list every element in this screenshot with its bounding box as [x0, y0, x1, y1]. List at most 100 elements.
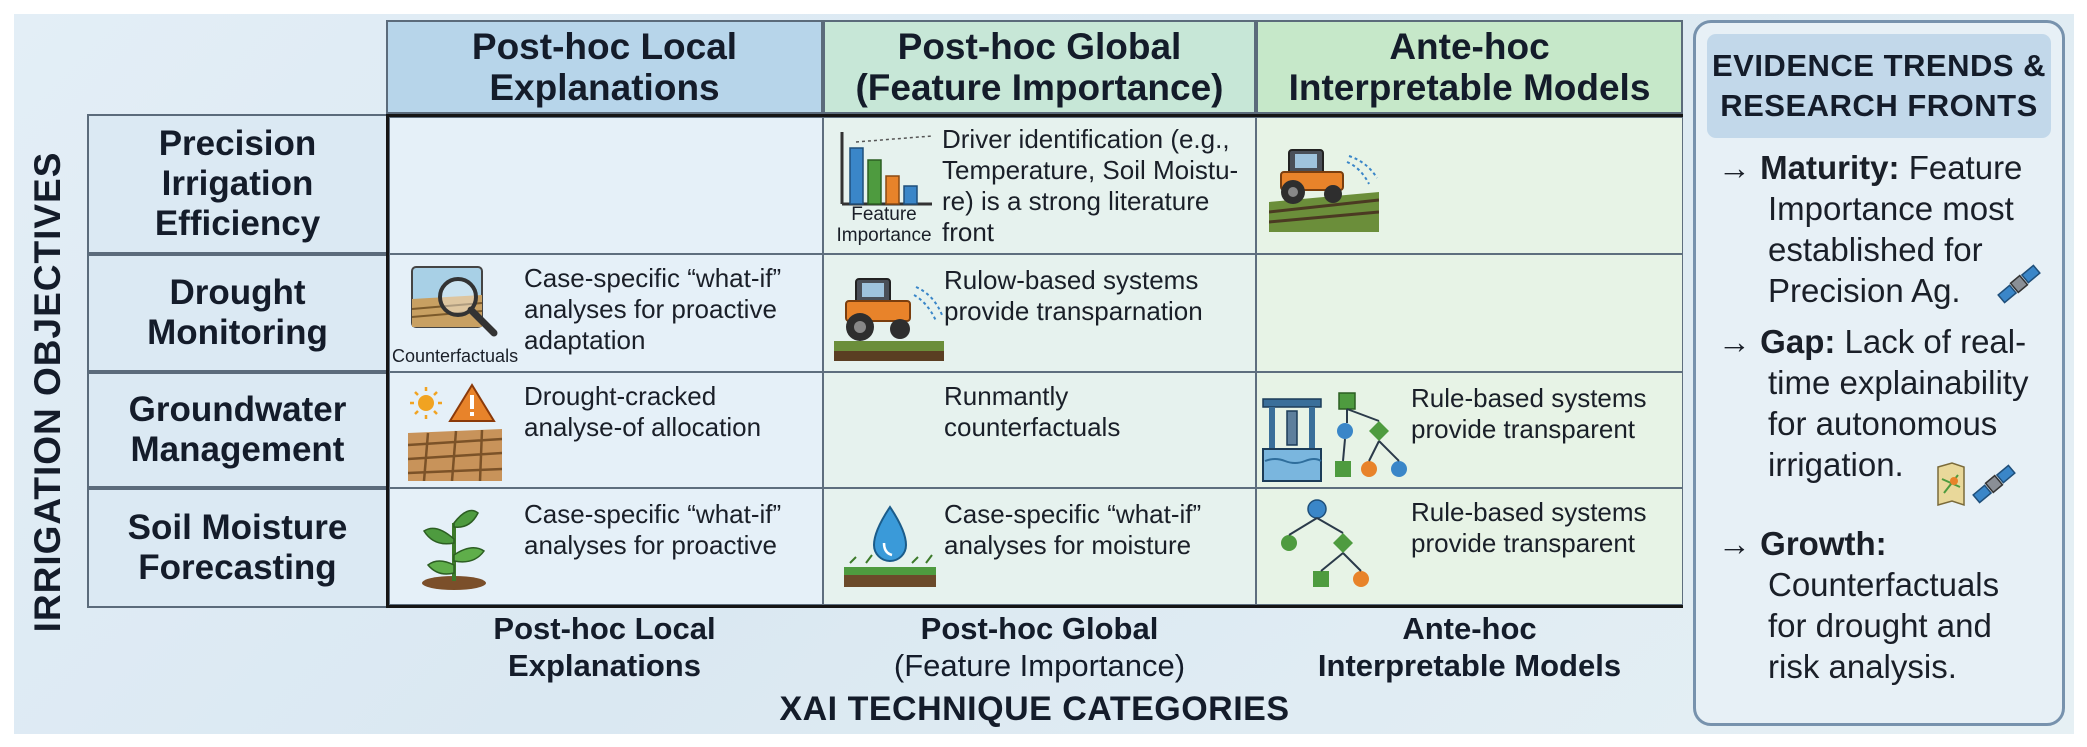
cell-drought-ante	[1256, 254, 1683, 372]
trend-gap: → Gap: Lack of real- time explainability…	[1718, 321, 2054, 485]
column-footer-post-hoc-global: Post-hoc Global (Feature Importance)	[823, 610, 1256, 684]
cell-text-line: Case-specific “what-if”	[524, 499, 782, 529]
cell-groundwater-local: Drought-cracked analyse-of allocation	[389, 372, 823, 488]
well-pump-decision-tree-icon	[1262, 392, 1407, 482]
cell-text-line: front	[942, 217, 995, 247]
trend-line: time explainability	[1768, 364, 2029, 401]
trend-line: Feature	[1908, 149, 2023, 186]
cell-soil-ante: Rule-based systems provide transparent	[1256, 488, 1683, 605]
tractor-irrigation-icon	[834, 278, 944, 361]
cell-text: Runmantly counterfactuals	[944, 381, 1254, 443]
column-footer-ante-hoc: Ante-hoc Interpretable Models	[1256, 610, 1683, 684]
cell-text-line: provide transparent	[1411, 414, 1636, 444]
cell-text: Driver identification (e.g., Temperature…	[942, 124, 1252, 248]
trend-line: for autonomous	[1768, 405, 1998, 442]
cell-soil-global: Case-specific “what-if” analyses for moi…	[823, 488, 1256, 605]
cell-drought-local: Counterfactuals Case-specific “what-if” …	[389, 254, 823, 372]
column-footer-line: Post-hoc Global	[920, 611, 1159, 646]
cell-text-line: Driver identification (e.g.,	[942, 124, 1230, 154]
x-axis-title: XAI TECHNIQUE CATEGORIES	[779, 690, 1290, 728]
cell-precision-local	[389, 117, 823, 254]
sun-warning-cracked-soil-icon	[408, 383, 502, 481]
icon-caption: Feature Importance	[834, 204, 934, 246]
cell-text-line: Temperature, Soil Moistu-	[942, 155, 1239, 185]
trend-key: Gap:	[1760, 323, 1836, 360]
trend-line: irrigation.	[1768, 446, 1904, 483]
cell-text-line: Case-specific “what-if”	[524, 263, 782, 293]
row-header-line: Drought	[169, 273, 306, 312]
trend-line: Precision Ag.	[1768, 272, 1961, 309]
decision-tree-icon	[1281, 499, 1369, 587]
panel-title: EVIDENCE TRENDS & RESEARCH FRONTS	[1707, 34, 2051, 138]
arrow-icon: →	[1718, 149, 1751, 186]
row-header-line: Precision	[158, 124, 317, 163]
cell-text-line: Case-specific “what-if”	[944, 499, 1202, 529]
tractor-irrigation-icon	[1269, 149, 1379, 232]
trend-line: Counterfactuals	[1768, 566, 2000, 603]
column-header-post-hoc-global: Post-hoc Global(Feature Importance)	[823, 20, 1256, 114]
arrow-icon: →	[1718, 323, 1751, 360]
cell-text: Drought-cracked analyse-of allocation	[524, 381, 820, 443]
column-header-line: Post-hoc Local	[471, 26, 738, 67]
cell-text-line: re) is a strong literature	[942, 186, 1210, 216]
column-footer-line: Interpretable Models	[1317, 648, 1622, 683]
row-header-precision-irrigation: Precision Irrigation Efficiency	[87, 114, 386, 254]
trend-line: for drought and	[1768, 607, 1992, 644]
map-satellite-icon	[1937, 462, 2016, 507]
row-header-drought-monitoring: Drought Monitoring	[87, 254, 386, 372]
cell-text-line: counterfactuals	[944, 412, 1121, 442]
cell-soil-local: Case-specific “what-if” analyses for pro…	[389, 488, 823, 605]
column-footer-line: (Feature Importance)	[893, 648, 1186, 683]
cell-text-line: Rule-based systems	[1411, 497, 1647, 527]
cell-precision-ante	[1256, 117, 1683, 254]
cell-text-line: analyse-of allocation	[524, 412, 762, 442]
cell-text: Case-specific “what-if” analyses for moi…	[944, 499, 1254, 561]
column-footer-post-hoc-local: Post-hoc Local Explanations	[386, 610, 823, 684]
trend-line: Lack of real-	[1844, 323, 2027, 360]
cell-text-line: Rule-based systems	[1411, 383, 1647, 413]
water-drop-soil-icon	[844, 505, 936, 587]
column-footer-line: Explanations	[508, 648, 701, 683]
column-footer-line: Post-hoc Local	[493, 611, 716, 646]
column-header-line: Ante-hoc	[1389, 26, 1550, 67]
row-header-line: Management	[130, 430, 345, 469]
cell-text: Rule-based systems provide transparent	[1411, 497, 1681, 559]
cell-groundwater-ante: Rule-based systems provide transparent	[1256, 372, 1683, 488]
column-footer-line: Ante-hoc	[1402, 611, 1537, 646]
cell-precision-global: Feature Importance Driver identification…	[823, 117, 1256, 254]
cell-text-line: provide transparnation	[944, 296, 1203, 326]
icon-caption-line: Feature	[851, 204, 917, 225]
column-header-line: Post-hoc Global	[897, 26, 1182, 67]
arrow-icon: →	[1718, 525, 1751, 562]
y-axis-title: IRRIGATION OBJECTIVES	[27, 151, 68, 633]
trend-line: Importance most	[1768, 190, 2014, 227]
panel-title-line: EVIDENCE TRENDS &	[1711, 48, 2047, 83]
cell-text: Rule-based systems provide transparent	[1411, 383, 1681, 445]
cell-text-line: Runmantly	[944, 381, 1069, 411]
trend-key: Maturity:	[1760, 149, 1900, 186]
cell-drought-global: Rulow-based systems provide transparnati…	[823, 254, 1256, 372]
row-header-groundwater-management: Groundwater Management	[87, 372, 386, 488]
cell-text-line: analyses for proactive	[524, 530, 777, 560]
trend-maturity: → Maturity: Feature Importance most esta…	[1718, 147, 2054, 311]
row-header-line: Irrigation	[161, 164, 314, 203]
row-header-line: Forecasting	[138, 548, 337, 587]
row-header-line: Monitoring	[147, 313, 328, 352]
cell-text: Rulow-based systems provide transparnati…	[944, 265, 1254, 327]
trend-line: risk analysis.	[1768, 648, 1957, 685]
cell-text-line: analyses for proactive	[524, 294, 777, 324]
seedling-icon	[422, 509, 486, 590]
cell-text-line: analyses for moisture	[944, 530, 1192, 560]
cell-groundwater-global: Runmantly counterfactuals	[823, 372, 1256, 488]
cell-text-line: provide transparent	[1411, 528, 1636, 558]
satellite-icon	[1997, 264, 2041, 304]
cell-text: Case-specific “what-if” analyses for pro…	[524, 263, 820, 356]
trend-line: established for	[1768, 231, 1983, 268]
column-header-line: Explanations	[489, 67, 720, 108]
row-header-line: Efficiency	[154, 204, 321, 243]
trend-growth: → Growth: Counterfactuals for drought an…	[1718, 523, 2054, 687]
icon-caption: Counterfactuals	[392, 346, 519, 366]
